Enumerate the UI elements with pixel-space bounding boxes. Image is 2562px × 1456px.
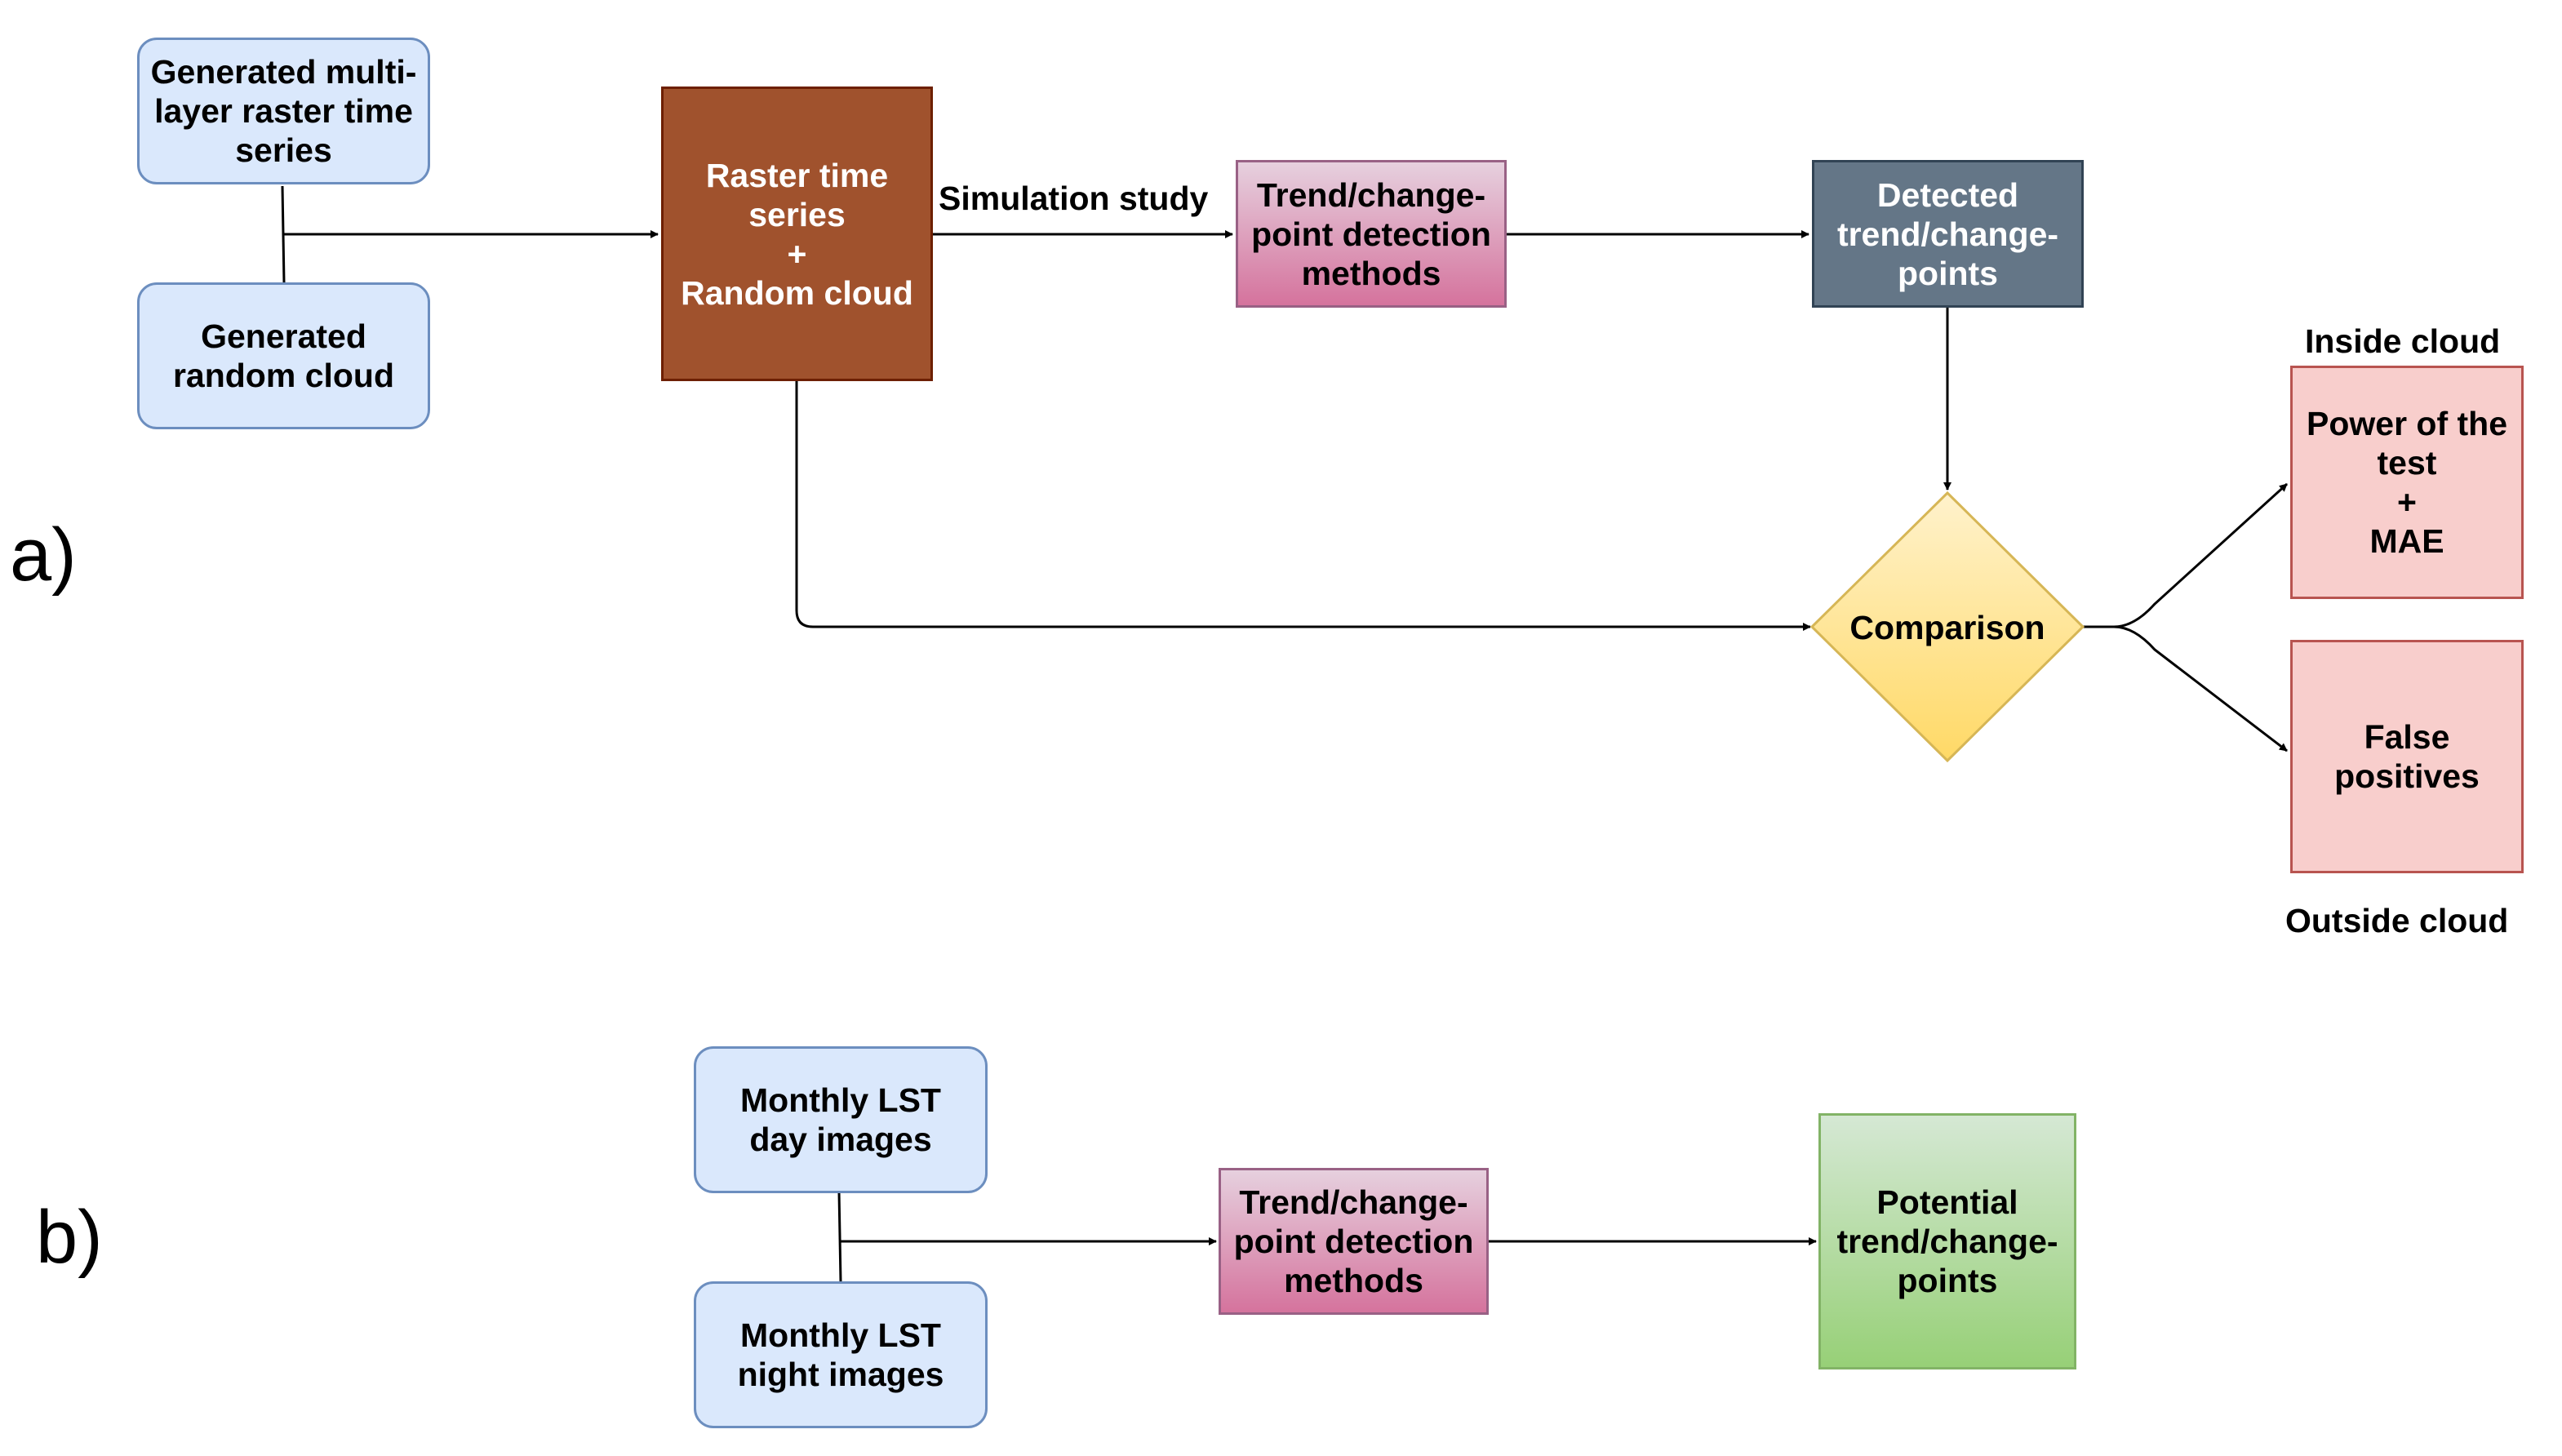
panel-b-label: b) [36, 1196, 103, 1279]
potential-text: Potential trend/change- points [1836, 1183, 2058, 1299]
inside-cloud-label: Inside cloud [2305, 322, 2501, 360]
detected-text: Detected trend/change- points [1836, 175, 2059, 292]
power-mae-text: Power of the test + MAE [2306, 405, 2508, 560]
outside-cloud-label: Outside cloud [2285, 902, 2509, 939]
false-positives-box: False positives [2290, 640, 2524, 873]
arrow-raster-to-comparison [795, 381, 1811, 631]
methods-text-a: Trend/change- point detection methods [1251, 175, 1491, 292]
comparison-text: Comparison [1849, 609, 2045, 646]
lst-day-text: Monthly LST day images [740, 1081, 941, 1158]
generated-cloud-text: Generated random cloud [172, 317, 395, 394]
generated-raster-text: Generated multi- layer raster time serie… [150, 53, 417, 169]
lst-night-text: Monthly LST night images [737, 1316, 944, 1393]
lst-night-box: Monthly LST night images [694, 1281, 988, 1428]
detected-box: Detected trend/change- points [1812, 160, 2084, 308]
connector-generated-boxes [281, 185, 286, 283]
connector-lst-boxes [837, 1191, 842, 1282]
comparison-diamond [1809, 491, 2085, 763]
simulation-study-label: Simulation study [939, 180, 1209, 217]
power-mae-box: Power of the test + MAE [2290, 366, 2524, 599]
lst-day-box: Monthly LST day images [694, 1046, 988, 1193]
generated-cloud-box: Generated random cloud [137, 282, 430, 429]
raster-cloud-text: Raster time series + Random cloud [681, 156, 913, 312]
methods-box-a: Trend/change- point detection methods [1236, 160, 1507, 308]
panel-a-label: a) [10, 513, 77, 597]
methods-text-b: Trend/change- point detection methods [1233, 1183, 1474, 1299]
raster-cloud-box: Raster time series + Random cloud [661, 87, 933, 381]
arrow-comparison-to-power [2083, 482, 2289, 628]
generated-raster-box: Generated multi- layer raster time serie… [137, 38, 430, 184]
potential-box: Potential trend/change- points [1818, 1113, 2076, 1369]
arrow-comparison-to-false-positives [2083, 625, 2288, 752]
methods-box-b: Trend/change- point detection methods [1219, 1168, 1489, 1315]
false-positives-text: False positives [2334, 718, 2480, 795]
